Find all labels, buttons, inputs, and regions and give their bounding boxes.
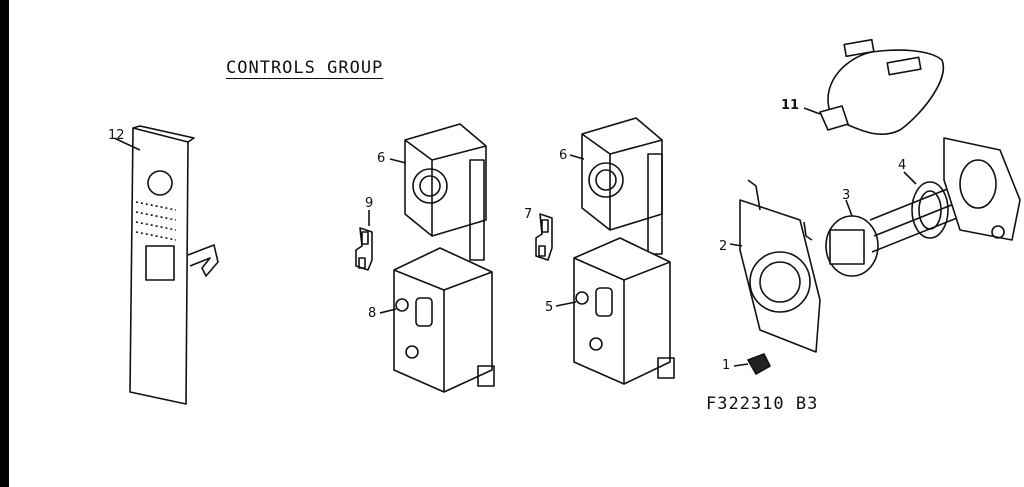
callout-11: 11 — [781, 98, 800, 113]
diagram-title: CONTROLS GROUP — [226, 58, 384, 78]
drawing-code: F322310 B3 — [706, 394, 819, 414]
lower-thermostat-right — [555, 237, 675, 385]
wire-sensor-assembly — [803, 38, 945, 135]
element-screw — [733, 353, 771, 375]
callout-9: 9 — [365, 196, 374, 211]
callout-6-right: 6 — [559, 148, 568, 163]
access-cover-plate — [113, 125, 219, 405]
mounting-bracket-right — [535, 213, 553, 261]
callout-3: 3 — [842, 188, 851, 203]
callout-4: 4 — [898, 158, 907, 173]
callout-5: 5 — [545, 300, 554, 315]
callout-2: 2 — [719, 239, 728, 254]
mounting-bracket-left — [355, 210, 373, 271]
callout-1: 1 — [722, 358, 731, 373]
page-border — [0, 0, 9, 487]
callout-12: 12 — [108, 128, 125, 143]
lower-thermostat-left — [379, 247, 495, 393]
callout-8: 8 — [368, 306, 377, 321]
element-gasket-ring — [903, 171, 949, 239]
element-gasket-plate — [729, 179, 821, 353]
tank-fitting — [943, 137, 1021, 241]
upper-thermostat-right — [569, 117, 663, 255]
callout-6-left: 6 — [377, 151, 386, 166]
upper-thermostat-left — [389, 123, 487, 261]
callout-7: 7 — [524, 207, 533, 222]
